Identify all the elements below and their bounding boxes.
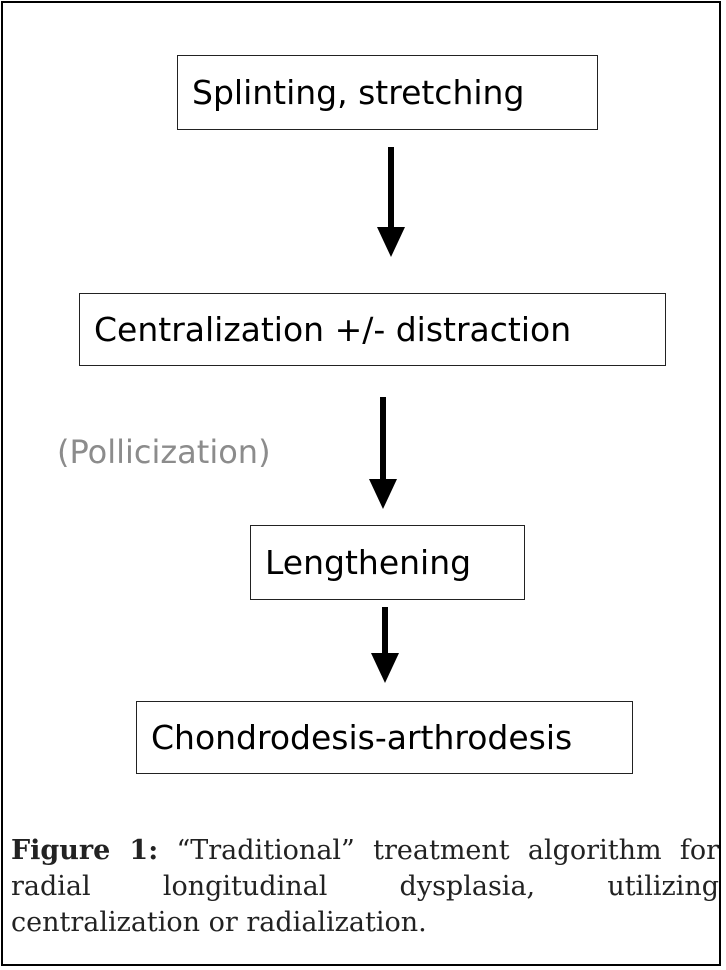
arrow-2 — [369, 397, 397, 509]
arrow-1 — [377, 147, 405, 257]
arrow-3 — [371, 607, 399, 683]
step-box-chondrodesis: Chondrodesis-arthrodesis — [136, 701, 633, 774]
pollicization-note: (Pollicization) — [57, 433, 271, 471]
step-label-splinting: Splinting, stretching — [192, 73, 525, 112]
step-label-chondrodesis: Chondrodesis-arthrodesis — [151, 718, 573, 757]
figure-caption: Figure 1: “Traditional” treatment algori… — [11, 833, 719, 941]
step-box-centralization: Centralization +/- distraction — [79, 293, 666, 366]
step-box-lengthening: Lengthening — [250, 525, 525, 600]
caption-text: “Traditional” treatment algorithm for ra… — [11, 835, 719, 938]
step-label-centralization: Centralization +/- distraction — [94, 310, 572, 349]
step-label-lengthening: Lengthening — [265, 543, 472, 582]
caption-label: Figure 1: — [11, 835, 159, 866]
step-box-splinting: Splinting, stretching — [177, 55, 598, 130]
